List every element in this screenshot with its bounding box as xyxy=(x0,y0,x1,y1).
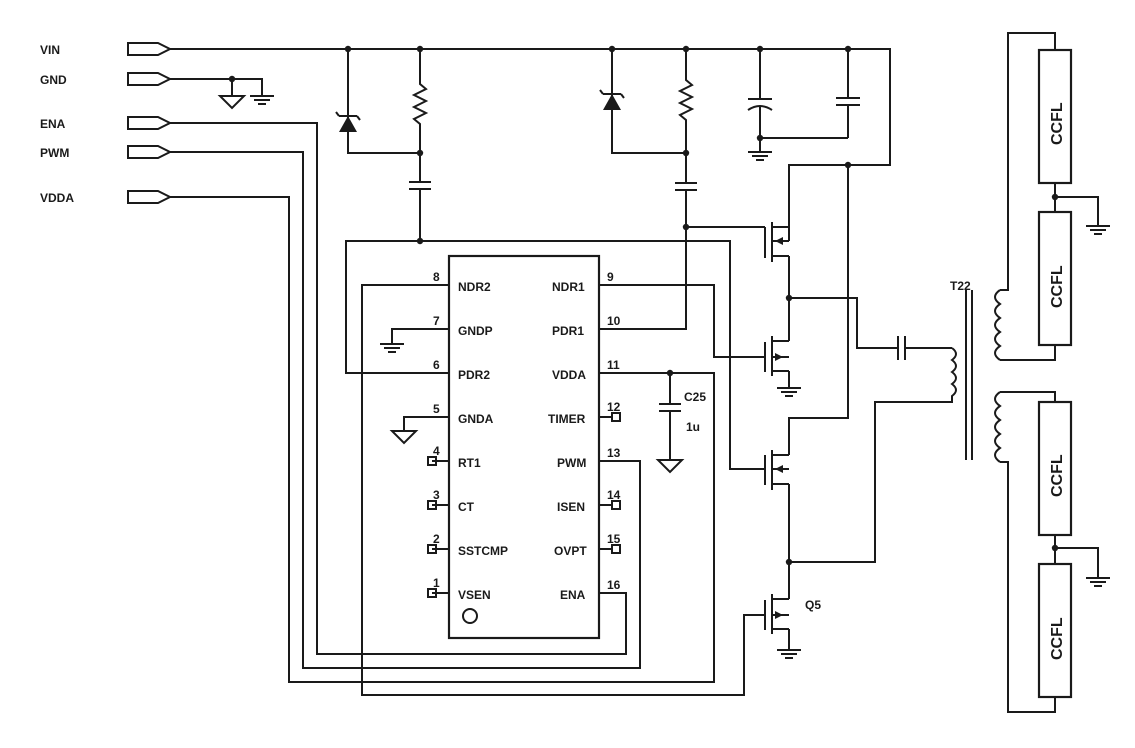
pin-8-number: 8 xyxy=(433,270,440,284)
port-pwm-label: PWM xyxy=(40,146,69,160)
left-snubber xyxy=(335,49,431,245)
ccfl-lamp-4-label: CCFL xyxy=(1049,617,1066,660)
pin-1-label: VSEN xyxy=(458,588,491,602)
vin-bus xyxy=(170,45,891,241)
right-snubber xyxy=(599,49,765,231)
pin-9-number: 9 xyxy=(607,270,614,284)
pin-11-label: VDDA xyxy=(552,368,586,382)
pin-14-label: ISEN xyxy=(557,500,585,514)
mosfet-bridge: Q5 xyxy=(714,161,852,659)
pin-10-number: 10 xyxy=(607,314,621,328)
t22-ref-label: T22 xyxy=(950,279,971,293)
pin-14-number: 14 xyxy=(607,488,621,502)
pin-5-label: GNDA xyxy=(458,412,494,426)
ic-wiring xyxy=(170,122,765,696)
pin-12-label: TIMER xyxy=(548,412,586,426)
ic-left-pins: 8 NDR2 7 GNDP 6 PDR2 5 GNDA 4 RT1 3 CT 2… xyxy=(425,270,508,602)
input-ports: VIN GND ENA PWM VDDA xyxy=(40,42,173,205)
pin-10-label: PDR1 xyxy=(552,324,584,338)
bulk-capacitors xyxy=(747,49,860,161)
port-ena-label: ENA xyxy=(40,117,66,131)
pin-6-label: PDR2 xyxy=(458,368,490,382)
pin-6-number: 6 xyxy=(433,358,440,372)
mosfet-p-bottom xyxy=(764,161,852,562)
pin-15-nc-marker xyxy=(611,544,621,554)
mosfet-n-top xyxy=(714,298,801,397)
pin-16-label: ENA xyxy=(560,588,586,602)
gnd-port-wiring xyxy=(170,75,274,110)
mosfet-p-top xyxy=(764,222,790,298)
pin-7-label: GNDP xyxy=(458,324,493,338)
pin-12-number: 12 xyxy=(607,400,621,414)
pin-1-number: 1 xyxy=(433,576,440,590)
port-gnd: GND xyxy=(40,72,173,87)
c25-ref-label: C25 xyxy=(684,390,706,404)
port-ena: ENA xyxy=(40,116,173,131)
ccfl-lamp-2-label: CCFL xyxy=(1049,265,1066,308)
mosfet-q5 xyxy=(764,562,801,659)
pin-4-nc-marker xyxy=(427,456,437,466)
pin-2-nc-marker xyxy=(427,544,437,554)
controller-ic xyxy=(447,254,601,640)
port-pwm: PWM xyxy=(40,145,173,160)
output-stage: T22 xyxy=(789,279,1002,563)
ic-right-pins: 9 NDR1 10 PDR1 11 VDDA 12 TIMER 13 PWM 1… xyxy=(548,270,625,602)
pin-13-number: 13 xyxy=(607,446,621,460)
ccfl-lamp-3-label: CCFL xyxy=(1049,454,1066,497)
pin-5-number: 5 xyxy=(433,402,440,416)
pin-3-label: CT xyxy=(458,500,475,514)
pin-3-number: 3 xyxy=(433,488,440,502)
c25-value-label: 1u xyxy=(686,420,700,434)
q5-ref-label: Q5 xyxy=(805,598,821,612)
port-vdda: VDDA xyxy=(40,190,173,205)
port-vdda-label: VDDA xyxy=(40,191,74,205)
pin-3-nc-marker xyxy=(427,500,437,510)
pin-15-number: 15 xyxy=(607,532,621,546)
pin-14-nc-marker xyxy=(611,500,621,510)
pin-12-nc-marker xyxy=(611,412,621,422)
pin-15-label: OVPT xyxy=(554,544,587,558)
pin-7-number: 7 xyxy=(433,314,440,328)
pin-4-label: RT1 xyxy=(458,456,481,470)
port-vin-label: VIN xyxy=(40,43,60,57)
pin-1-nc-marker xyxy=(427,588,437,598)
pin-8-label: NDR2 xyxy=(458,280,491,294)
port-gnd-label: GND xyxy=(40,73,67,87)
pin-2-label: SSTCMP xyxy=(458,544,508,558)
ccfl-lamp-1-label: CCFL xyxy=(1049,102,1066,145)
port-vin: VIN xyxy=(40,42,173,57)
pin-13-label: PWM xyxy=(557,456,586,470)
pin-4-number: 4 xyxy=(433,444,440,458)
pin-11-number: 11 xyxy=(607,358,620,372)
pin-16-number: 16 xyxy=(607,578,621,592)
pin-2-number: 2 xyxy=(433,532,440,546)
pin-9-label: NDR1 xyxy=(552,280,585,294)
ccfl-array: CCFL CCFL CCFL CCFL xyxy=(1000,32,1110,713)
